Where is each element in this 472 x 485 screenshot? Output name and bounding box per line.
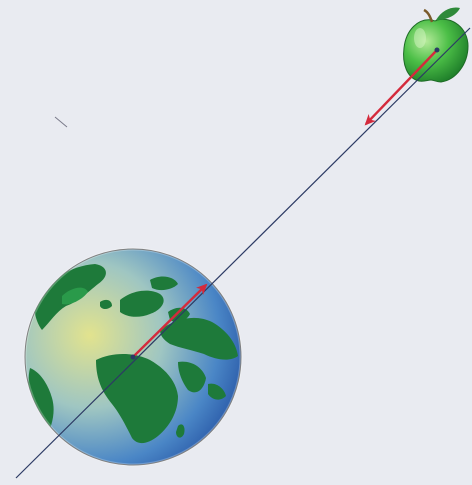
- apple-center-dot: [434, 47, 440, 53]
- apple-highlight: [414, 28, 426, 48]
- force-arrow-on-apple: [364, 49, 438, 126]
- apple: [403, 7, 469, 83]
- apple-leaf: [436, 7, 460, 20]
- stray-mark: [54, 116, 68, 128]
- earth-center-dot: [130, 354, 136, 360]
- apple-stem: [423, 8, 434, 23]
- line-of-centers: [15, 27, 471, 479]
- force-arrow-on-earth: [132, 283, 208, 358]
